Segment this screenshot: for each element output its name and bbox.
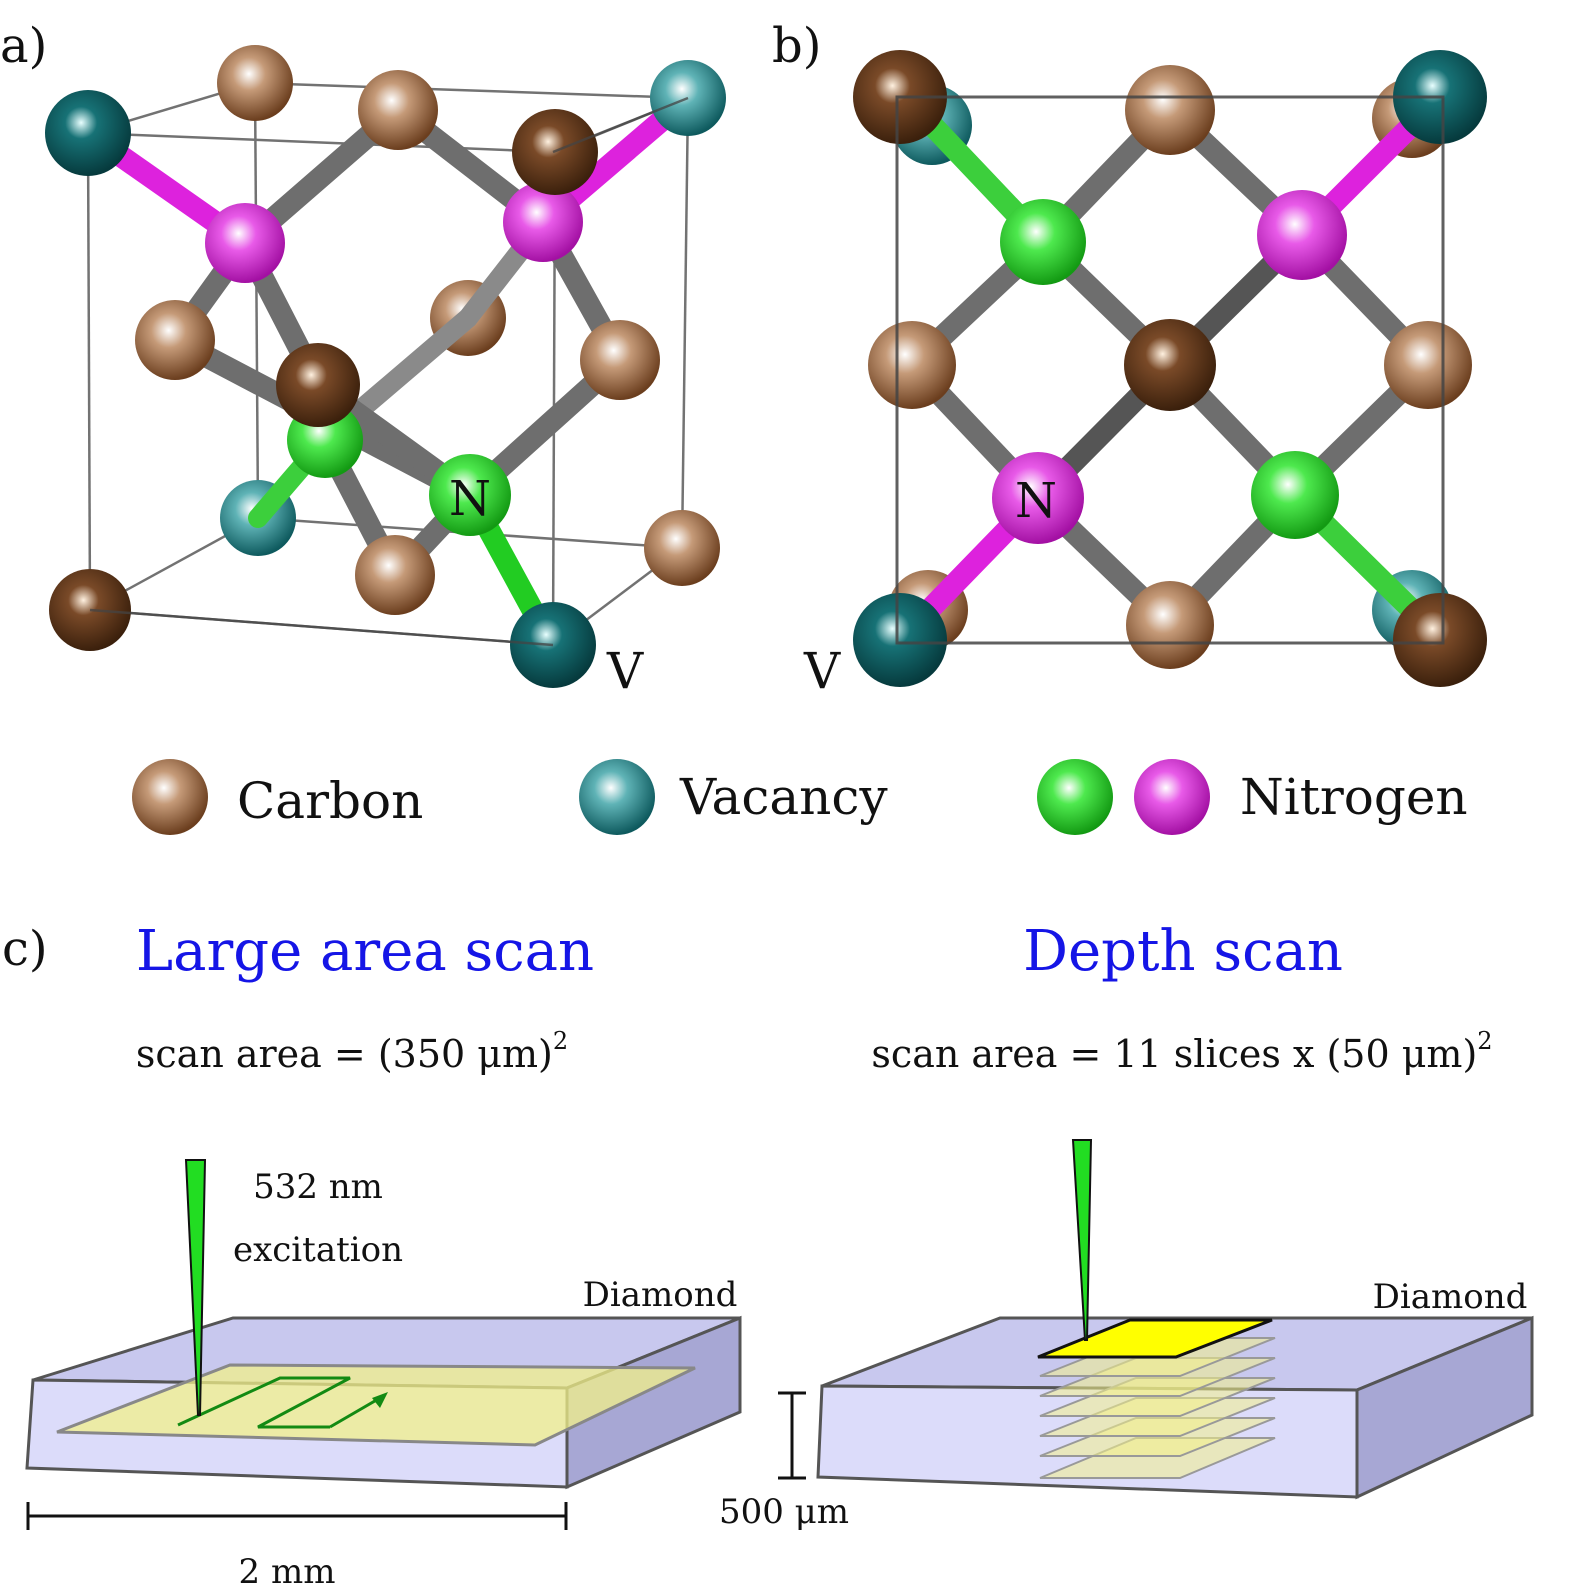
- carbon-atom: [276, 343, 360, 427]
- panel-a-label: a): [0, 18, 47, 74]
- carbon-atom: [355, 535, 435, 615]
- legend-nitrogen-magenta-swatch: [1134, 759, 1210, 835]
- panel-a-lattice: N V: [45, 45, 726, 700]
- scan-plane: [56, 1363, 696, 1447]
- nitrogen-marker-a: N: [449, 471, 491, 527]
- thickness-dimension: [778, 1391, 806, 1480]
- depth-scan-area: scan area = 11 slices x (50 μm)2: [871, 1027, 1492, 1076]
- scan-arrowhead-icon: [372, 1392, 388, 1408]
- carbon-atom: [358, 70, 438, 150]
- vacancy-marker-b: V: [803, 642, 841, 700]
- active-slice: [1037, 1318, 1273, 1359]
- scan-direction-arrow: [329, 1396, 381, 1429]
- carbon-atom: [580, 320, 660, 400]
- large-scan-area: scan area = (350 μm)2: [136, 1027, 568, 1076]
- vacancy-marker-a: V: [606, 642, 644, 700]
- nitrogen-atom-green: [429, 454, 511, 536]
- depth-scan-title: Depth scan: [1023, 919, 1343, 984]
- legend-vacancy-swatch: [579, 759, 655, 835]
- depth-slices: [1039, 1337, 1276, 1479]
- laser-label-line2: excitation: [233, 1230, 403, 1270]
- carbon-atom: [1393, 593, 1487, 687]
- legend-vacancy-label: Vacancy: [679, 768, 888, 826]
- carbon-atom: [644, 510, 720, 586]
- panel-b-lattice: N V: [803, 50, 1487, 700]
- nitrogen-atom-magenta: [205, 203, 285, 283]
- thickness-label: 500 μm: [719, 1492, 849, 1532]
- carbon-atom: [868, 321, 956, 409]
- nitrogen-marker-b: N: [1015, 473, 1057, 529]
- laser-label-line1: 532 nm: [253, 1167, 383, 1207]
- carbon-atom: [135, 300, 215, 380]
- nitrogen-atom-green: [1000, 199, 1086, 285]
- nitrogen-atom-magenta: [992, 452, 1084, 544]
- panel-b-unit-cell: [895, 95, 1445, 645]
- carbon-atom: [1124, 319, 1216, 411]
- nitrogen-atom-magenta: [503, 182, 583, 262]
- legend-carbon-swatch: [132, 759, 208, 835]
- panel-b-label: b): [772, 18, 821, 74]
- diamond-label-large: Diamond: [583, 1275, 738, 1315]
- carbon-atom: [217, 45, 293, 121]
- legend: Carbon Vacancy Nitrogen: [132, 759, 1468, 835]
- nitrogen-atom-green: [1251, 451, 1339, 539]
- legend-nitrogen-green-swatch: [1037, 759, 1113, 835]
- panel-c-label: c): [2, 921, 48, 977]
- legend-carbon-label: Carbon: [237, 772, 423, 830]
- carbon-atom: [1384, 321, 1472, 409]
- legend-nitrogen-label: Nitrogen: [1240, 768, 1468, 826]
- vacancy-site: [45, 90, 131, 176]
- large-scan-title: Large area scan: [136, 919, 594, 984]
- diamond-label-depth: Diamond: [1373, 1277, 1528, 1317]
- vacancy-site: [853, 593, 947, 687]
- carbon-atom: [1125, 65, 1215, 155]
- width-dimension: [26, 1502, 568, 1530]
- scan-path: [177, 1376, 351, 1429]
- large-area-scan: Large area scan scan area = (350 μm)2 53…: [25, 919, 742, 1592]
- width-label: 2 mm: [239, 1552, 336, 1592]
- carbon-atom: [1126, 581, 1214, 669]
- nitrogen-atom-magenta: [1257, 190, 1347, 280]
- depth-scan: Depth scan scan area = 11 slices x (50 μ…: [719, 919, 1534, 1532]
- laser-beam: [1071, 1139, 1093, 1341]
- laser-beam: [184, 1159, 207, 1416]
